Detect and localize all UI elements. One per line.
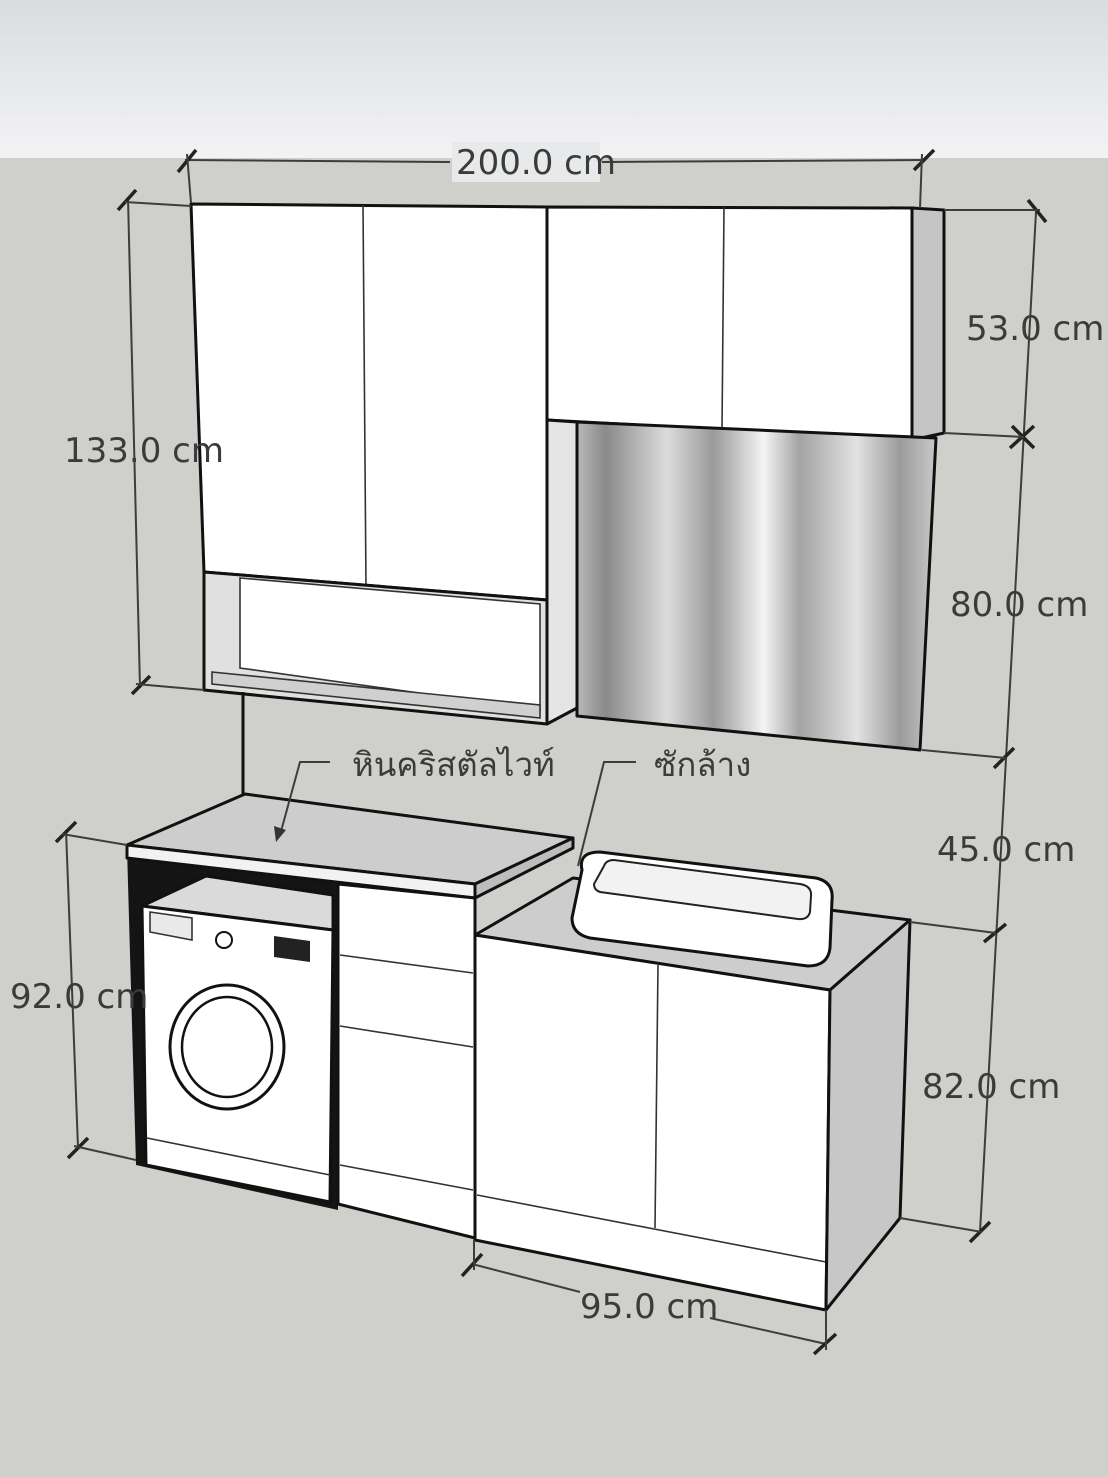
dimension-labels: 200.0 cm 133.0 cm 53.0 cm 80.0 cm 45.0 c… [10, 142, 1104, 1327]
washer-knob [215, 931, 233, 949]
column-drawer-line-1 [339, 954, 474, 974]
label-sink: ซักล้าง [654, 745, 751, 784]
left-cabinet-column [336, 882, 477, 1240]
washer-display [274, 936, 310, 962]
upper-cabinet-side [910, 206, 946, 442]
stainless-backsplash [575, 420, 938, 752]
dim-left-base-height: 92.0 cm [10, 977, 148, 1017]
countertop-arrow-head [274, 826, 286, 842]
tall-cabinet-front [189, 202, 549, 602]
dim-right-base-height: 82.0 cm [922, 1067, 1060, 1107]
tall-cabinet-door-split [362, 204, 367, 589]
upper-cabinet [189, 202, 946, 795]
dim-backsplash-height: 80.0 cm [950, 585, 1088, 625]
detergent-drawer [149, 911, 193, 941]
left-countertop-side [473, 836, 575, 900]
niche-shelf [211, 671, 541, 719]
sky-background [0, 0, 1108, 158]
right-door-split [654, 964, 659, 1229]
top-right-door-split [721, 206, 725, 431]
top-right-cabinet-front [545, 205, 914, 442]
divider-panel [545, 418, 579, 726]
dim-right-base-width: 95.0 cm [580, 1287, 718, 1327]
dim-total-width: 200.0 cm [456, 143, 616, 183]
sink [570, 850, 834, 968]
label-countertop: หินคริสตัลไวท์ [352, 745, 555, 784]
washer-door-glass [180, 995, 274, 1099]
washing-machine [140, 874, 335, 1204]
column-plinth-line [339, 1164, 474, 1191]
dim-gap-height: 45.0 cm [937, 830, 1075, 870]
column-drawer-line-2 [339, 1025, 474, 1048]
dimension-lines [54, 148, 1048, 1356]
dim-top-cabinet-height: 53.0 cm [966, 309, 1104, 349]
right-plinth-line [476, 1194, 827, 1263]
dim-upper-height: 133.0 cm [64, 431, 224, 471]
sink-basin [592, 858, 813, 921]
washer-plinth-line [146, 1137, 331, 1176]
top-dim-label-bg [452, 142, 600, 182]
